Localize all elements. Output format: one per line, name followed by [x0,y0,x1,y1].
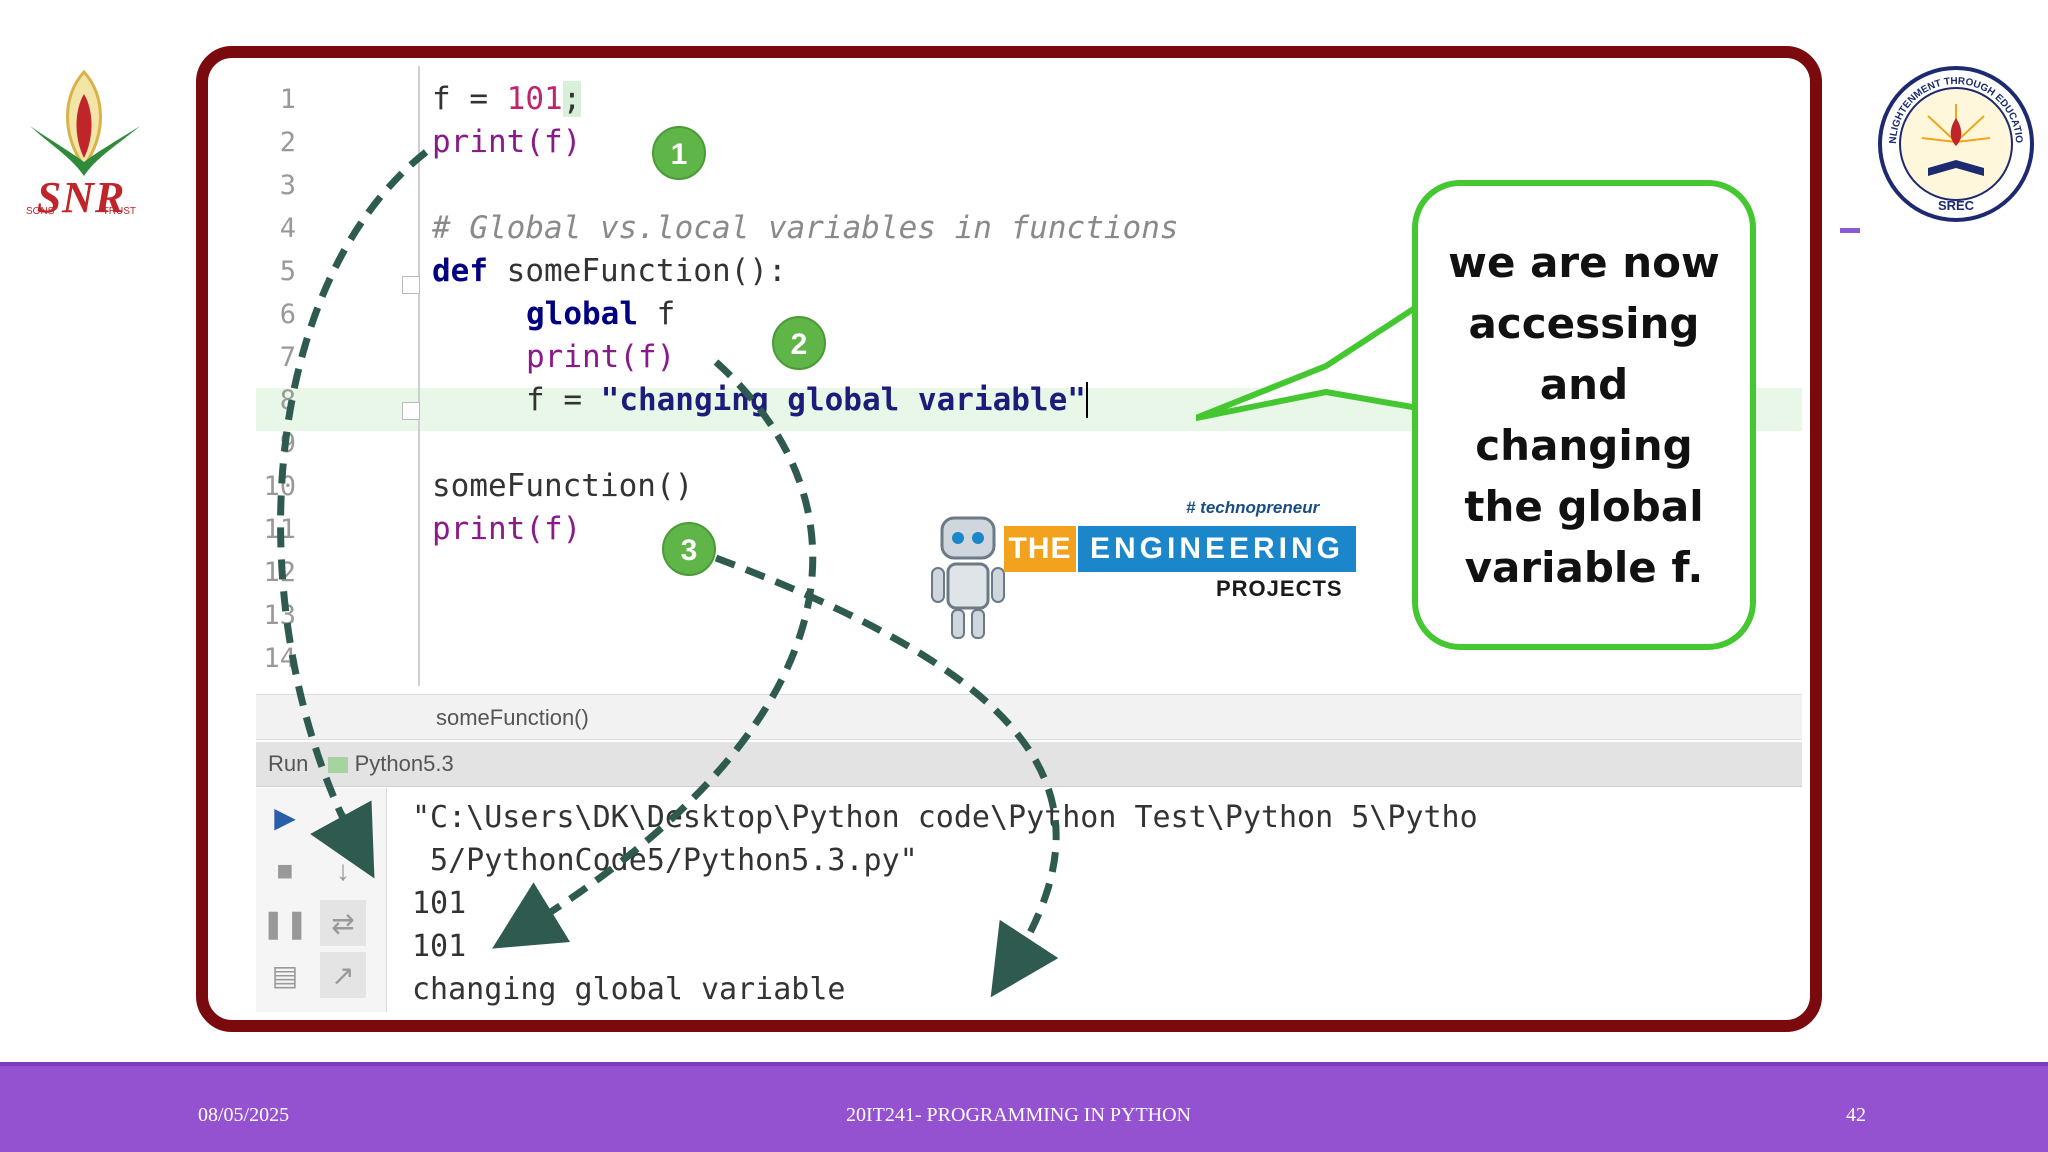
down-arrow-icon[interactable]: ↓ [336,855,350,886]
code-line-5: def someFunction(): [432,250,1179,293]
callout-pointer [1196,303,1420,421]
code-rest: someFunction(): [488,253,787,289]
fold-marker-icon[interactable] [402,276,420,294]
line-number: 3 [279,170,296,201]
layout-icon[interactable]: ▤ [271,959,299,991]
code-var: f [432,81,451,117]
watermark-projects: PROJECTS [1216,576,1343,601]
code-keyword: def [432,253,488,289]
code-string: "changing global variable" [600,382,1086,418]
line-number: 5 [279,256,296,287]
code-semicolon: ; [562,81,582,117]
stop-icon[interactable]: ■ [276,855,294,886]
console-line: changing global variable [412,972,846,1007]
text-cursor [1085,382,1107,418]
line-number: 13 [263,600,296,631]
code-line-10: someFunction() [432,468,694,504]
line-number: 4 [279,213,296,244]
line-number: 2 [279,127,296,158]
gutter-divider [418,66,420,686]
footer-top-border [0,1062,2048,1066]
run-label[interactable]: Run [268,751,309,776]
code-editor[interactable]: f = 101; print(f) # Global vs.local vari… [432,78,1179,551]
watermark-the: THE [1004,526,1076,572]
code-number: 101 [506,81,563,117]
up-arrow-icon[interactable]: ↑ [336,801,350,832]
structure-breadcrumb[interactable]: someFunction() [256,694,1802,740]
console-line: 101 [412,929,467,964]
code-line-1: f = 101; [432,78,1179,121]
run-tool-header: Run Python5.3 [256,742,1802,787]
run-config-name[interactable]: Python5.3 [354,751,454,776]
decorative-dash [1840,228,1860,233]
play-icon[interactable]: ▶ [274,801,296,833]
snr-brand-text: SNR [36,173,126,222]
code-line-4: # Global vs.local variables in functions [432,210,1179,246]
line-number: 9 [279,428,296,459]
callout-text: we are now accessing and changing the gl… [1448,238,1720,592]
code-line-2: print(f) [432,124,582,160]
run-toolbar: ▶ ■ ❚❚ ▤ ↑ ↓ ⇄ ↗ [256,788,387,1012]
step-3-badge: 3 [662,522,716,576]
export-icon[interactable]: ↗ [320,952,366,998]
watermark-tag: # technopreneur [1186,498,1320,517]
slide-footer [0,1066,2048,1152]
code-keyword: global [526,296,638,332]
code-op: = [450,81,507,117]
code-line-6: global f [432,293,1179,336]
snr-sub-left: SONS [26,206,55,217]
snr-logo-icon [30,69,140,176]
snr-sub-text: SONS TRUST [26,206,136,217]
code-line-9 [432,422,1179,465]
line-number-gutter: 1 2 3 4 5 6 7 8 9 10 11 12 13 14 [256,78,296,680]
code-line-3 [432,164,1179,207]
ide-screenshot: 1 2 3 4 5 6 7 8 9 10 11 12 13 14 f = 101… [216,66,1802,1012]
console-line: 5/PythonCode5/Python5.3.py" [412,843,918,878]
code-line-8: f = "changing global variable" [432,379,1179,422]
footer-course-title: 20IT241- PROGRAMMING IN PYTHON [846,1104,1191,1126]
callout-box: we are now accessing and changing the gl… [1412,180,1756,650]
line-number: 6 [279,299,296,330]
console-line: "C:\Users\DK\Desktop\Python code\Python … [412,800,1478,835]
snr-sub-right: TRUST [102,206,136,217]
python-config-icon [328,757,349,774]
watermark-engineering: ENGINEERING [1078,526,1356,572]
step-1-badge: 1 [652,126,706,180]
footer-page-number: 42 [1846,1104,1866,1126]
pause-icon[interactable]: ❚❚ [261,907,309,939]
console-output: "C:\Users\DK\Desktop\Python code\Python … [412,796,1478,1011]
line-number: 10 [263,471,296,502]
line-number: 7 [279,342,296,373]
fold-marker-icon[interactable] [402,402,420,420]
code-lhs: f = [526,382,601,418]
step-2-badge: 2 [772,316,826,370]
wrap-icon[interactable]: ⇄ [320,900,366,946]
line-number: 11 [263,514,296,545]
line-number: 12 [263,557,296,588]
line-number: 14 [263,643,296,674]
seal-bottom-text: SREC [1938,198,1975,213]
screenshot-frame: 1 2 3 4 5 6 7 8 9 10 11 12 13 14 f = 101… [196,46,1822,1032]
breadcrumb-function[interactable]: someFunction() [436,705,589,730]
line-number: 8 [279,385,296,416]
console-line: 101 [412,886,467,921]
footer-date: 08/05/2025 [198,1104,290,1126]
robot-icon [931,516,1005,639]
code-rest: f [637,296,676,332]
line-number: 1 [279,84,296,115]
college-seal-icon: ENLIGHTENMENT THROUGH EDUCATION SREC [1876,64,2034,222]
